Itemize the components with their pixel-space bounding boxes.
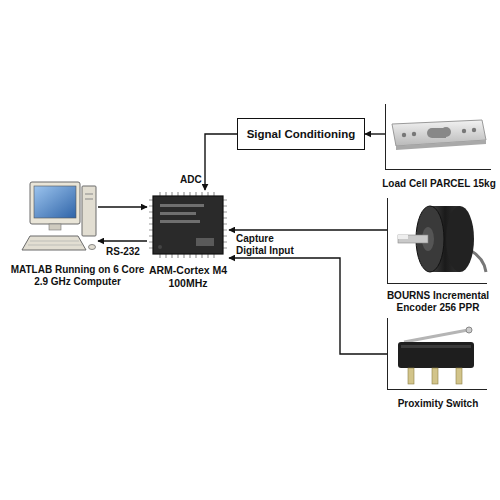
signal-label: Capture [236, 233, 274, 245]
signal-arrow [365, 133, 385, 134]
signal-arrow [229, 229, 387, 230]
switch-image [398, 327, 474, 384]
sensor-node: Load Cell PARCEL 15kg [385, 104, 491, 170]
sensor-node: Proximity Switch [387, 318, 487, 390]
signal-arrow [229, 258, 387, 354]
computer-node: MATLAB Running on 6 Core 2.9 GHz Compute… [22, 178, 98, 258]
node-caption: MATLAB Running on 6 Core 2.9 GHz Compute… [5, 264, 150, 288]
signal-arrow [205, 134, 237, 190]
box-label: Signal Conditioning [247, 128, 356, 140]
node-caption: Proximity Switch [380, 398, 496, 410]
signal-label: RS-232 [106, 246, 140, 258]
sensor-node: BOURNS Incremental Encoder 256 PPR [387, 198, 487, 284]
signal-label: ADC [180, 174, 202, 186]
rotary-encoder-image [398, 206, 486, 272]
signal-label: Digital Input [236, 245, 294, 257]
signal-arrow [98, 206, 147, 207]
mcu-node: ARM-Cortex M4 100MHz [147, 190, 229, 262]
computer-icon [22, 182, 96, 250]
signal-arrow [98, 240, 147, 241]
node-caption: BOURNS Incremental Encoder 256 PPR [376, 290, 500, 314]
node-caption: Load Cell PARCEL 15kg [380, 178, 498, 190]
load-cell-image [392, 120, 486, 150]
process-box: Signal Conditioning [237, 118, 365, 150]
node-caption: ARM-Cortex M4 100MHz [133, 264, 243, 290]
microcontroller-chip [149, 192, 227, 258]
